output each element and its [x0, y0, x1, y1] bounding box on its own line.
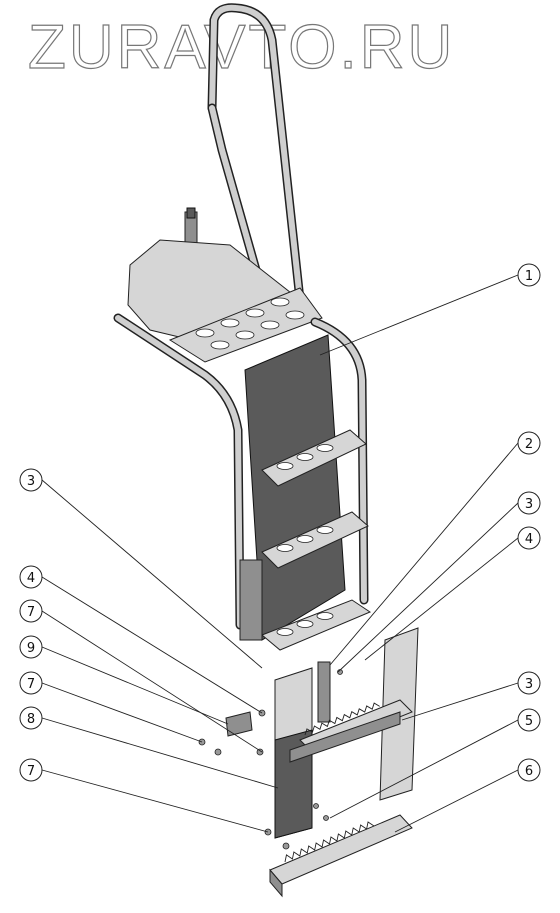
- svg-text:7: 7: [27, 764, 35, 779]
- lower-side-bracket: [239, 559, 263, 641]
- callout-4-left: 4: [19, 565, 43, 589]
- svg-text:7: 7: [27, 605, 35, 620]
- ladder-back-panel: [244, 334, 346, 641]
- callout-3-left: 3: [19, 468, 43, 492]
- callout-4-right: 4: [517, 526, 541, 550]
- callout-7-top: 7: [19, 599, 43, 623]
- svg-text:1: 1: [525, 269, 533, 284]
- clamp-plate: [225, 711, 253, 737]
- callout-3-right: 3: [517, 491, 541, 515]
- callout-7-bottom: 7: [19, 758, 43, 782]
- left-side-rail: [113, 313, 245, 630]
- svg-text:3: 3: [27, 474, 35, 489]
- ladder-step-3: [261, 599, 372, 651]
- svg-text:4: 4: [27, 571, 35, 586]
- callout-9: 9: [19, 635, 43, 659]
- lower-step-assembly: [198, 627, 419, 898]
- svg-text:6: 6: [525, 764, 533, 779]
- svg-text:7: 7: [27, 677, 35, 692]
- ladder-step-1: [261, 429, 367, 487]
- callout-8: 8: [19, 706, 43, 730]
- callout-2: 2: [517, 431, 541, 455]
- svg-text:4: 4: [525, 532, 533, 547]
- connecting-strip: [317, 661, 331, 723]
- main-ladder-assembly: [113, 3, 372, 651]
- ladder-step-2: [261, 511, 369, 569]
- svg-text:2: 2: [525, 437, 533, 452]
- callouts: 1 2 3 3 4 4 7 9 3 7 5 8 6 7: [19, 263, 541, 782]
- leader-lines: [41, 274, 519, 833]
- svg-text:9: 9: [27, 641, 35, 656]
- top-step-slots: [195, 297, 305, 350]
- callout-7-middle: 7: [19, 671, 43, 695]
- callout-3-lower: 3: [517, 671, 541, 695]
- callout-6: 6: [517, 758, 541, 782]
- svg-text:5: 5: [525, 714, 533, 729]
- svg-text:3: 3: [525, 677, 533, 692]
- svg-text:8: 8: [27, 712, 35, 727]
- watermark-logo: ZURAVTO.RU: [28, 13, 455, 82]
- callout-5: 5: [517, 708, 541, 732]
- svg-text:3: 3: [525, 497, 533, 512]
- callout-1: 1: [517, 263, 541, 287]
- top-step: [168, 287, 323, 363]
